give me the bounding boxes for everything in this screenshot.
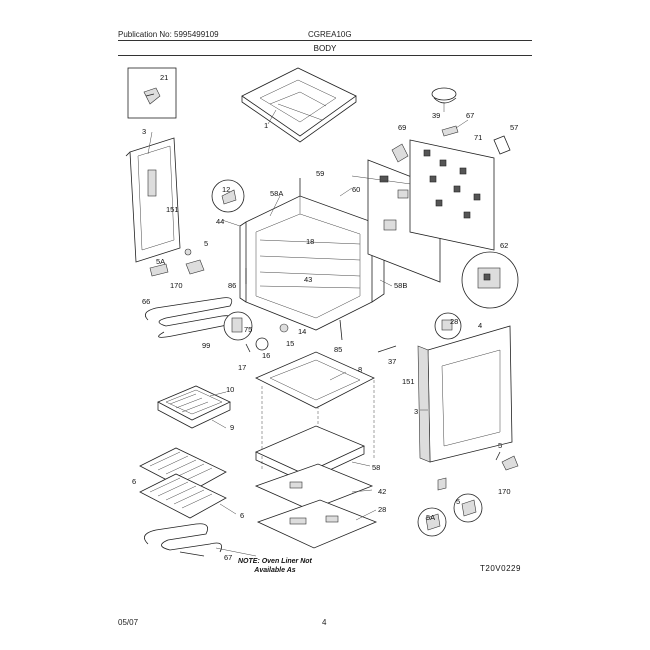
part-top-panel: [241, 67, 357, 143]
callout-12: 12: [222, 185, 230, 194]
callout-5-right: 5: [498, 441, 502, 450]
detail-circle-5a: [417, 507, 447, 537]
callout-28-bottom: 28: [378, 505, 386, 514]
part-clips-left: [149, 248, 205, 277]
part-oven-cavity: [239, 195, 385, 331]
part-bracket-67: [441, 125, 459, 137]
callout-9: 9: [230, 423, 234, 432]
callout-170-right: 170: [498, 487, 511, 496]
callout-17: 17: [238, 363, 246, 372]
callout-59: 59: [316, 169, 324, 178]
callout-62: 62: [500, 241, 508, 250]
callout-58a: 58A: [270, 189, 283, 198]
part-cord-39: [431, 87, 457, 104]
publication-number: Publication No: 5995499109: [118, 30, 219, 39]
model-number: CGREA10G: [308, 30, 352, 39]
callout-86: 86: [228, 281, 236, 290]
part-bake-element: [144, 297, 234, 338]
part-broil-pan: [157, 385, 231, 429]
callout-5: 5: [204, 239, 208, 248]
callout-43: 43: [304, 275, 312, 284]
drawing-code: T20V0229: [480, 564, 521, 573]
part-drawer-bottom: [254, 463, 374, 511]
callout-60: 60: [352, 185, 360, 194]
part-37: [377, 345, 397, 353]
page-number: 4: [322, 618, 327, 627]
inset-part-21: [127, 67, 177, 119]
part-door-liner: [255, 351, 375, 409]
callout-3: 3: [142, 127, 146, 136]
callout-16: 16: [262, 351, 270, 360]
part-broil-element: [144, 523, 223, 557]
leader-lines: [147, 102, 469, 557]
liner-note: NOTE: Oven Liner Not Available As: [238, 557, 312, 575]
part-cover-57: [493, 135, 511, 155]
callout-44: 44: [216, 217, 224, 226]
callout-39: 39: [432, 111, 440, 120]
callout-37: 37: [388, 357, 396, 366]
part-bracket-69: [391, 143, 409, 163]
callout-8: 8: [358, 365, 362, 374]
callout-75: 75: [244, 325, 252, 334]
part-85: [339, 319, 343, 341]
callout-69: 69: [398, 123, 406, 132]
part-oven-door: [417, 325, 513, 463]
footer-date: 05/07: [118, 618, 139, 627]
detail-circle-28: [434, 312, 462, 340]
part-bottom-plate: [256, 499, 378, 549]
part-14: [279, 323, 289, 333]
callout-151-right: 151: [402, 377, 415, 386]
callout-71: 71: [474, 133, 482, 142]
callout-5a-circle: 5A: [426, 513, 435, 522]
part-rear-cover: [409, 139, 495, 251]
callout-85: 85: [334, 345, 342, 354]
part-oven-racks: [139, 447, 227, 519]
detail-circle-5: [453, 493, 483, 523]
callout-21: 21: [160, 73, 168, 82]
part-17: [245, 343, 251, 353]
part-170-right: [501, 455, 519, 471]
callout-labels: 21 3 151 5 5A 170 66 99 1 12 44 58A 59 6…: [132, 73, 518, 562]
callout-99: 99: [202, 341, 210, 350]
part-16: [255, 337, 269, 351]
part-side-panel-left: [125, 137, 181, 263]
callout-18: 18: [306, 237, 314, 246]
header-rule: [118, 40, 532, 41]
callout-6: 6: [132, 477, 136, 486]
callout-14: 14: [298, 327, 306, 336]
callout-6-lower: 6: [240, 511, 244, 520]
liner-note-line-1: NOTE: Oven Liner Not: [238, 558, 312, 565]
section-rule: [118, 55, 532, 56]
liner-note-line-2: Available As: [254, 567, 296, 574]
callout-28: 28: [450, 317, 458, 326]
callout-151: 151: [166, 205, 179, 214]
callout-57: 57: [510, 123, 518, 132]
detail-circle-12: [211, 179, 245, 213]
callout-58: 58: [372, 463, 380, 472]
part-5-pin: [495, 451, 501, 461]
callout-42: 42: [378, 487, 386, 496]
callout-58b: 58B: [394, 281, 407, 290]
callout-4: 4: [478, 321, 482, 330]
part-small-bracket: [437, 477, 447, 491]
callout-5-circle: 5: [456, 497, 460, 506]
detail-circle-62: [461, 251, 519, 309]
callout-67-lower: 67: [224, 553, 232, 562]
callout-66: 66: [142, 297, 150, 306]
callout-5a: 5A: [156, 257, 165, 266]
callout-15: 15: [286, 339, 294, 348]
section-title: BODY: [313, 44, 337, 53]
callout-170: 170: [170, 281, 183, 290]
callout-3-right: 3: [414, 407, 418, 416]
detail-circle-75: [223, 311, 253, 341]
callout-10: 10: [226, 385, 234, 394]
callout-1: 1: [264, 121, 268, 130]
callout-67: 67: [466, 111, 474, 120]
